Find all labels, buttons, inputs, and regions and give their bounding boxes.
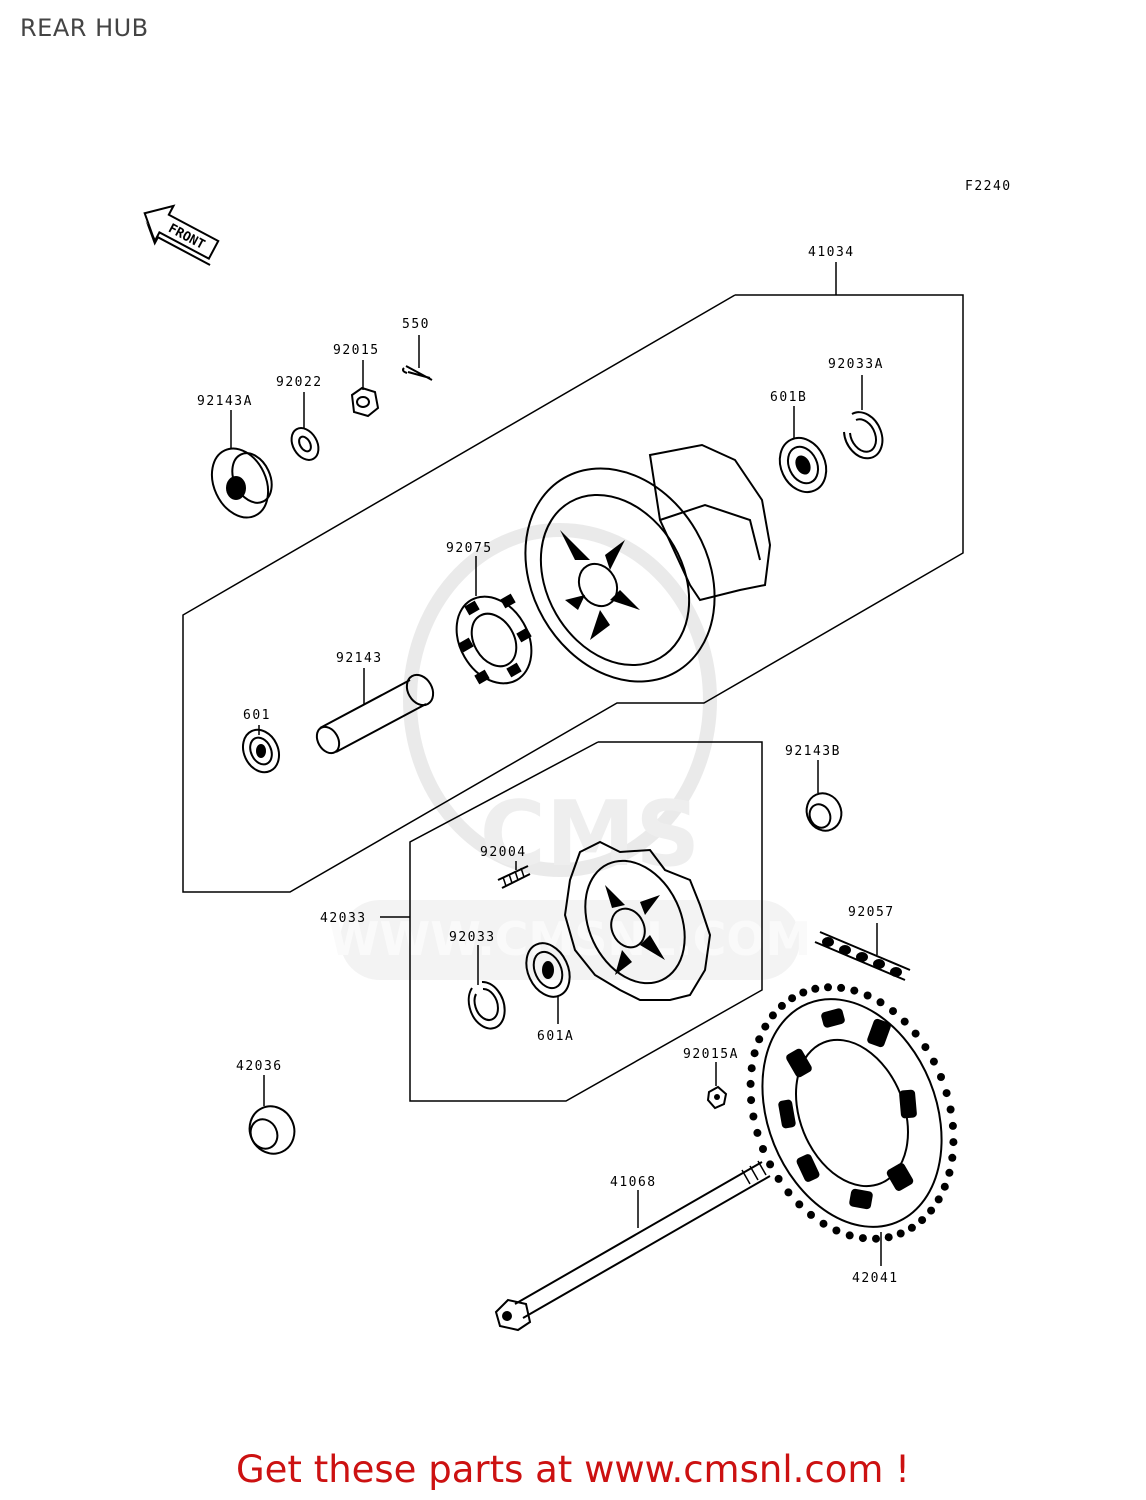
collar-92143a: 92143A xyxy=(197,394,273,519)
callout-92143b: 92143B xyxy=(785,744,841,759)
sprocket-tooth xyxy=(749,1112,758,1121)
sprocket-tooth xyxy=(948,1153,957,1162)
sprocket-tooth xyxy=(850,986,859,995)
sprocket-tooth xyxy=(784,1188,793,1197)
castle-nut-92015: 92015 xyxy=(333,343,380,418)
sprocket-tooth xyxy=(863,991,872,1000)
assembly-outline-42033 xyxy=(409,741,763,1102)
sprocket-tooth xyxy=(889,1007,897,1016)
sprocket-tooth xyxy=(937,1073,945,1081)
sprocket-tooth xyxy=(946,1105,955,1114)
sprocket-tooth xyxy=(900,1017,909,1026)
callout-92143: 92143 xyxy=(336,651,383,666)
sprocket-tooth xyxy=(766,1160,775,1169)
callout-41068: 41068 xyxy=(610,1175,657,1190)
sprocket-tooth xyxy=(824,983,832,992)
collar-92143: 92143 xyxy=(315,651,435,755)
collar-92143b: 92143B xyxy=(785,744,843,832)
sprocket-tooth xyxy=(747,1064,756,1073)
bearing-601a: 601A xyxy=(525,942,574,1044)
sprocket-tooth xyxy=(940,1182,949,1191)
collar-42036: 42036 xyxy=(236,1059,296,1155)
sprocket-tooth xyxy=(759,1145,767,1153)
callout-92057: 92057 xyxy=(848,905,895,920)
front-arrow-icon: FRONT xyxy=(143,204,220,266)
sprocket-tooth xyxy=(872,1234,880,1243)
callout-42033: 42033 xyxy=(320,911,367,926)
sprocket-tooth xyxy=(934,1195,943,1204)
sprocket-tooth xyxy=(876,998,885,1007)
callout-92004: 92004 xyxy=(480,845,527,860)
sprocket-tooth xyxy=(755,1035,764,1044)
callout-92015a: 92015A xyxy=(683,1047,739,1062)
coupling-42033 xyxy=(563,840,712,1001)
bearing-601: 601 xyxy=(242,708,280,774)
sprocket-tooth xyxy=(884,1233,893,1242)
circlip-92033a: 92033A xyxy=(828,357,884,460)
chain-92057: 92057 xyxy=(814,905,911,981)
callout-92143a: 92143A xyxy=(197,394,253,409)
nut-92015a: 92015A xyxy=(683,1047,739,1110)
rear-hub xyxy=(524,443,772,683)
sprocket-tooth xyxy=(819,1219,828,1228)
sprocket-tooth xyxy=(907,1223,916,1232)
callout-42041: 42041 xyxy=(852,1271,899,1286)
sprocket-tooth xyxy=(858,1234,867,1243)
circlip-92033: 92033 xyxy=(449,930,506,1030)
sprocket-tooth xyxy=(788,994,797,1003)
sprocket-tooth xyxy=(945,1168,954,1177)
axle-41068: 41068 xyxy=(494,1160,771,1332)
sprocket-tooth xyxy=(761,1022,770,1031)
sprocket-tooth xyxy=(837,983,846,992)
sprocket-tooth xyxy=(768,1011,777,1020)
sprocket-tooth xyxy=(929,1057,938,1066)
sprocket-tooth xyxy=(807,1210,815,1219)
callout-92033: 92033 xyxy=(449,930,496,945)
callout-601: 601 xyxy=(243,708,271,723)
callout-42036: 42036 xyxy=(236,1059,283,1074)
sprocket-tooth xyxy=(777,1001,786,1010)
sprocket-tooth xyxy=(799,988,808,997)
page-title: REAR HUB xyxy=(20,14,149,42)
exploded-parts-diagram: WWW.CMSNL.COM CMS F2240 FRONT 41034 4203… xyxy=(143,179,1012,1332)
sprocket-tooth xyxy=(746,1079,755,1088)
sprocket-tooth xyxy=(774,1174,783,1183)
sprocket-tooth xyxy=(921,1043,930,1052)
callout-41034: 41034 xyxy=(808,245,855,260)
sprocket-tooth xyxy=(918,1216,927,1225)
sprocket-tooth xyxy=(911,1029,920,1038)
sprocket-tooth xyxy=(832,1226,841,1235)
footer-cta[interactable]: Get these parts at www.cmsnl.com ! xyxy=(235,1448,910,1491)
sprocket-tooth xyxy=(948,1121,957,1130)
sprocket-tooth xyxy=(949,1138,958,1147)
sprocket-tooth xyxy=(795,1200,804,1209)
sprocket-42041: 42041 xyxy=(746,983,958,1286)
damper-92075: 92075 xyxy=(446,541,533,685)
callout-92075: 92075 xyxy=(446,541,493,556)
sprocket-tooth xyxy=(927,1206,936,1215)
cotter-pin-550: 550 xyxy=(402,317,433,381)
callout-550: 550 xyxy=(402,317,430,332)
watermark-text: WWW.CMSNL.COM xyxy=(329,912,812,966)
sprocket-tooth xyxy=(811,984,820,993)
watermark: WWW.CMSNL.COM CMS xyxy=(329,523,812,980)
callout-92033a: 92033A xyxy=(828,357,884,372)
assembly-outline-41034 xyxy=(182,294,964,893)
sprocket-tooth xyxy=(753,1128,762,1137)
sprocket-tooth xyxy=(750,1049,759,1058)
sprocket-tooth xyxy=(747,1096,756,1105)
callout-92022: 92022 xyxy=(276,375,323,390)
sprocket-tooth xyxy=(896,1229,905,1238)
callout-601a: 601A xyxy=(537,1029,574,1044)
callout-601b: 601B xyxy=(770,390,807,405)
callout-92015: 92015 xyxy=(333,343,380,358)
sprocket-tooth xyxy=(942,1089,951,1098)
sprocket-tooth xyxy=(845,1231,854,1240)
washer-92022: 92022 xyxy=(276,375,323,461)
stud-92004: 92004 xyxy=(480,845,531,889)
bearing-601b: 601B xyxy=(770,390,828,494)
figure-code: F2240 xyxy=(965,179,1012,194)
